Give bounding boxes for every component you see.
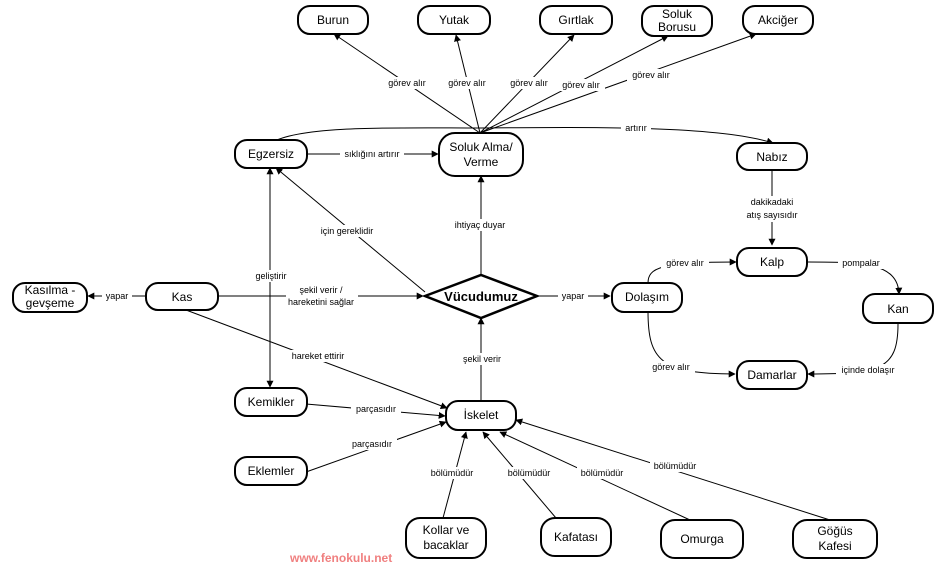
node-kafatasi[interactable]: Kafatası (540, 517, 612, 557)
label-gorev-alir: görev alır (510, 78, 548, 88)
svg-text:Borusu: Borusu (658, 20, 696, 34)
svg-text:Burun: Burun (317, 13, 349, 27)
label-gelistirir: geliştirir (255, 271, 286, 281)
label-hareket-ettirir: hareket ettirir (292, 351, 345, 361)
svg-text:Dolaşım: Dolaşım (625, 290, 669, 304)
svg-text:Nabız: Nabız (756, 150, 787, 164)
svg-text:Kemikler: Kemikler (248, 395, 295, 409)
svg-text:Kafatası: Kafatası (554, 530, 598, 544)
svg-text:Yutak: Yutak (439, 13, 470, 27)
label-gorev-alir: görev alır (448, 78, 486, 88)
svg-text:Göğüs: Göğüs (817, 524, 852, 538)
node-kasilma-gevseme[interactable]: Kasılma - gevşeme (12, 282, 88, 313)
nodes: Burun Yutak Gırtlak Soluk Borusu Akciğer… (12, 5, 934, 559)
edge-labels: görev alır görev alır görev alır görev a… (102, 69, 900, 479)
label-bolumudur: bölümüdür (581, 468, 624, 478)
label-icin-gereklidir: için gereklidir (321, 226, 374, 236)
label-gorev-alir: görev alır (652, 362, 690, 372)
label-pompalar: pompalar (842, 258, 880, 268)
svg-text:Soluk Alma/: Soluk Alma/ (449, 140, 513, 154)
edge-dolasim-damar (647, 310, 736, 378)
svg-text:Soluk: Soluk (662, 7, 693, 21)
svg-text:Kalp: Kalp (760, 255, 784, 269)
svg-text:Kas: Kas (172, 290, 193, 304)
svg-text:Kasılma -: Kasılma - (25, 283, 76, 297)
svg-text:bacaklar: bacaklar (423, 538, 468, 552)
edge-egzersiz-nabiz (270, 127, 774, 145)
node-damarlar[interactable]: Damarlar (736, 360, 808, 390)
svg-text:Kollar ve: Kollar ve (423, 523, 470, 537)
node-girtlak[interactable]: Gırtlak (539, 5, 613, 35)
node-nabiz[interactable]: Nabız (736, 142, 808, 171)
edge-akciger (479, 32, 757, 134)
label-ihtiyac-duyar: ihtiyaç duyar (455, 220, 506, 230)
node-gogus-kafesi[interactable]: Göğüs Kafesi (792, 519, 878, 559)
node-kemikler[interactable]: Kemikler (234, 387, 308, 417)
svg-text:Vücudumuz: Vücudumuz (444, 289, 518, 304)
label-parcasidir: parçasıdır (352, 439, 392, 449)
node-iskelet[interactable]: İskelet (445, 400, 517, 431)
label-bolumudur: bölümüdür (508, 468, 551, 478)
svg-text:gevşeme: gevşeme (26, 296, 75, 310)
node-kollar-bacaklar[interactable]: Kollar ve bacaklar (405, 517, 487, 559)
label-icinde-dolasir: içinde dolaşır (841, 365, 894, 375)
label-bolumudur: bölümüdür (431, 468, 474, 478)
svg-text:Damarlar: Damarlar (747, 368, 796, 382)
label-dakikadaki: dakikadaki (751, 197, 794, 207)
svg-text:Verme: Verme (464, 155, 499, 169)
label-atis-sayisi: atış sayısıdır (746, 210, 797, 220)
label-artirir: artırır (625, 123, 647, 133)
svg-text:Kafesi: Kafesi (818, 539, 851, 553)
svg-text:Omurga: Omurga (680, 532, 724, 546)
node-yutak[interactable]: Yutak (417, 5, 491, 35)
node-vucudumuz[interactable]: Vücudumuz (421, 273, 541, 320)
svg-text:Gırtlak: Gırtlak (558, 13, 594, 27)
label-gorev-alir: görev alır (388, 78, 426, 88)
node-egzersiz[interactable]: Egzersiz (234, 139, 308, 169)
node-dolasim[interactable]: Dolaşım (611, 282, 683, 313)
label-bolumudur: bölümüdür (654, 461, 697, 471)
label-yapar: yapar (562, 291, 585, 301)
node-soluk-alma[interactable]: Soluk Alma/ Verme (438, 132, 524, 177)
node-akciger[interactable]: Akciğer (742, 5, 814, 35)
node-kan[interactable]: Kan (862, 293, 934, 324)
label-gorev-alir: görev alır (562, 80, 600, 90)
label-gorev-alir: görev alır (632, 70, 670, 80)
label-parcasidir: parçasıdır (356, 404, 396, 414)
svg-text:Akciğer: Akciğer (758, 13, 798, 27)
node-burun[interactable]: Burun (297, 5, 369, 35)
node-eklemler[interactable]: Eklemler (234, 456, 308, 486)
label-sikligini-artirir: sıklığını artırır (344, 149, 399, 159)
label-hareketini-saglar: hareketini sağlar (288, 297, 354, 307)
node-kalp[interactable]: Kalp (736, 247, 808, 277)
svg-text:Egzersiz: Egzersiz (248, 147, 294, 161)
svg-text:İskelet: İskelet (464, 408, 499, 422)
svg-text:Eklemler: Eklemler (248, 464, 295, 478)
svg-text:Kan: Kan (887, 302, 908, 316)
label-gorev-alir: görev alır (666, 258, 704, 268)
node-omurga[interactable]: Omurga (660, 519, 744, 559)
label-sekil-verir: şekil verir (463, 354, 501, 364)
node-kas[interactable]: Kas (145, 282, 219, 311)
watermark: www.fenokulu.net (289, 551, 392, 565)
node-soluk-borusu[interactable]: Soluk Borusu (641, 5, 713, 37)
label-yapar: yapar (106, 291, 129, 301)
label-sekil-verir: şekil verir / (299, 285, 343, 295)
